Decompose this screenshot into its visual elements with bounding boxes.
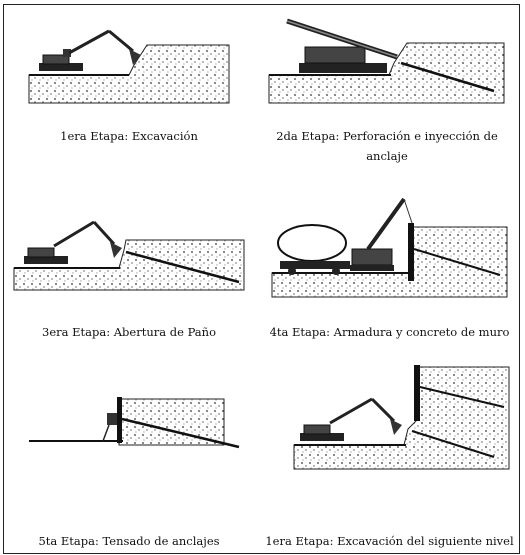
stage-2-drawing [268, 18, 505, 104]
soil-mass [13, 239, 245, 291]
stage-6-caption: 1era Etapa: Excavación del siguiente niv… [265, 534, 514, 548]
drill-rig-icon [286, 18, 398, 73]
stage-1-caption: 1era Etapa: Excavación [60, 129, 198, 143]
stage-5-illustration [29, 385, 244, 465]
wall-section [414, 365, 420, 421]
stage-3-illustration [13, 210, 245, 292]
stage-3-caption: 3era Etapa: Abertura de Paño [42, 325, 216, 339]
anchor-bar [125, 250, 240, 284]
stage-5-caption: 5ta Etapa: Tensado de anclajes [38, 534, 220, 548]
stage-1-illustration [28, 25, 230, 105]
excavator-icon [39, 29, 141, 71]
stage-4-drawing [271, 197, 508, 298]
stage-4-illustration [271, 193, 508, 301]
soil-mass [293, 366, 510, 470]
soil-mass [28, 44, 230, 104]
concrete-mixer-icon [277, 224, 350, 275]
soil-mass [268, 42, 505, 104]
stage-2-caption: 2da Etapa: Perforación e inyección de an… [276, 129, 498, 163]
anchor-bar [413, 248, 501, 276]
figure-frame: 1era Etapa: Excavación 2da Etapa: Perfor… [3, 4, 520, 554]
stage-5-drawing [29, 397, 240, 449]
excavator-icon [300, 397, 402, 441]
wall-section [408, 223, 414, 281]
stage-1-drawing [28, 29, 230, 104]
stage-6-illustration [284, 365, 510, 473]
stage-6-drawing [293, 365, 510, 470]
anchor-bar [400, 61, 495, 93]
tensioning-jack-icon [102, 413, 117, 442]
anchor-bar [121, 417, 240, 449]
stage-2-illustration [268, 13, 505, 105]
anchor-bar [419, 386, 505, 408]
crane-icon [350, 197, 413, 271]
excavator-icon [24, 220, 122, 264]
stage-4-caption: 4ta Etapa: Armadura y concreto de muro [269, 325, 510, 339]
stage-3-drawing [13, 220, 245, 291]
anchor-bar [411, 430, 495, 458]
wall-section [117, 397, 122, 443]
